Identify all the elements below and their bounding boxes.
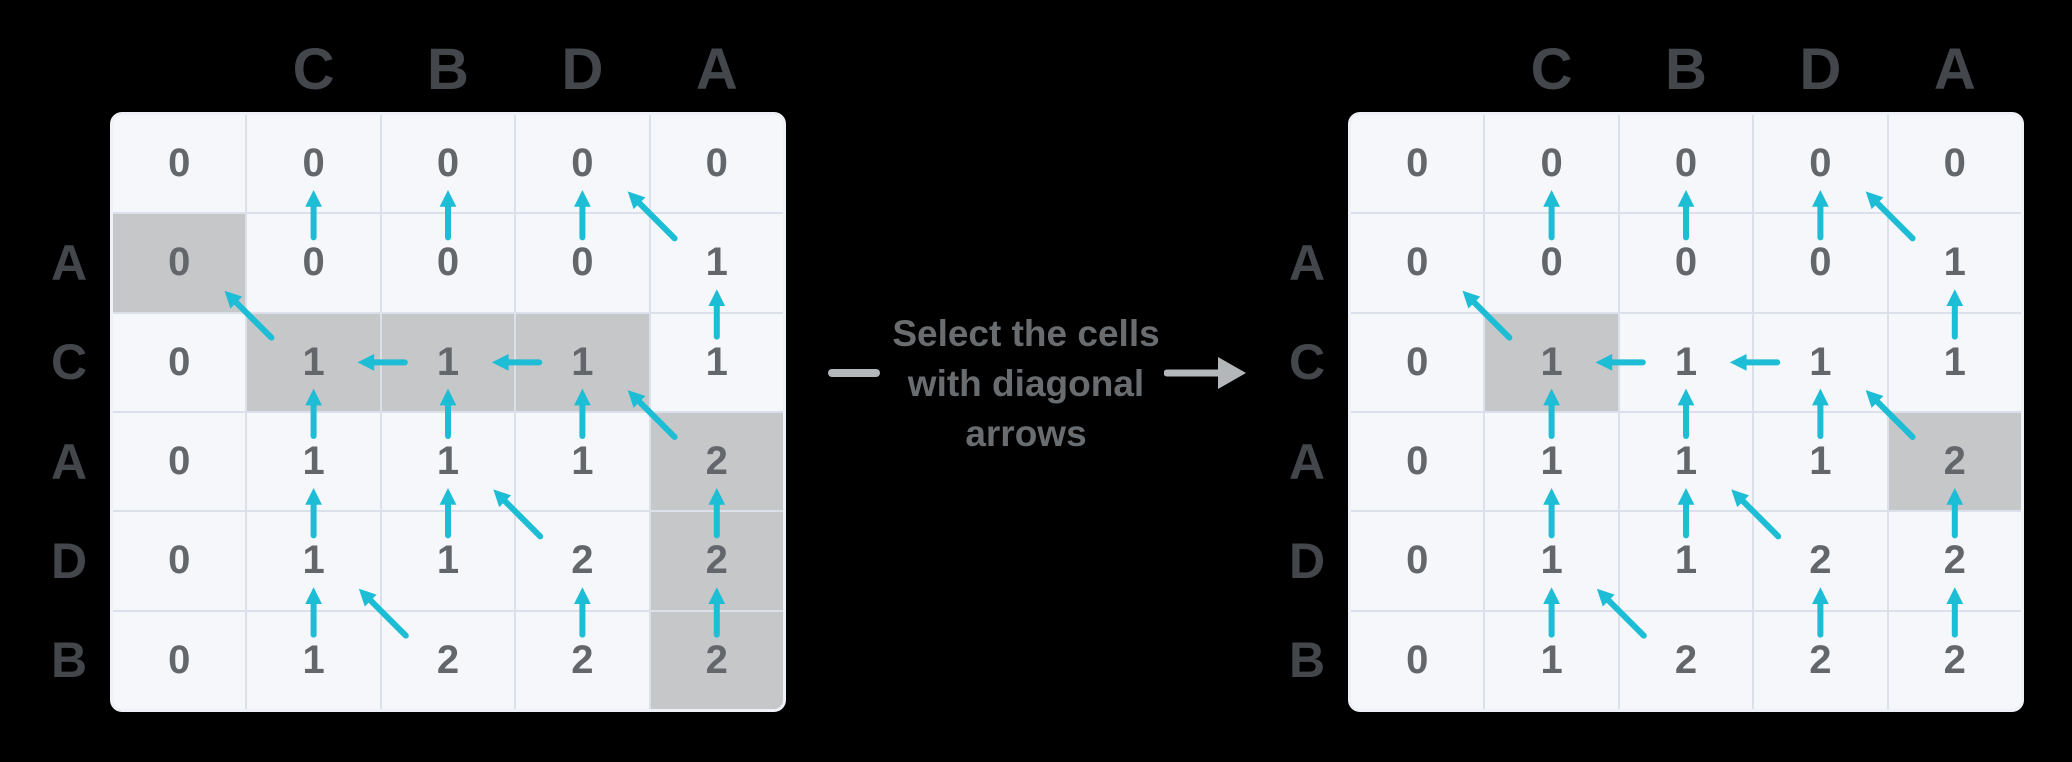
right-arrow-icon	[1164, 357, 1246, 389]
cell-r4-c4[interactable]: 2	[1888, 512, 2021, 610]
col-header-A: A	[1933, 37, 1976, 102]
row-header-C-r2: C	[50, 334, 88, 391]
instruction-text: Select the cells with diagonal arrows	[876, 309, 1176, 459]
cell-r1-c3[interactable]: 0	[1754, 214, 1887, 312]
row-header-B-r5: B	[50, 632, 88, 689]
cell-r0-c2[interactable]: 0	[381, 115, 515, 213]
cell-r2-c0[interactable]: 0	[113, 313, 246, 411]
cell-r2-c3[interactable]: 1	[516, 313, 649, 411]
col-header-A: A	[695, 37, 738, 102]
cell-r0-c0[interactable]: 0	[113, 115, 246, 213]
row-header-A-r1: A	[1288, 235, 1326, 291]
cell-r3-c4[interactable]: 2	[1888, 413, 2021, 511]
cell-r4-c1[interactable]: 1	[1485, 512, 1618, 610]
col-header-C: C	[1530, 37, 1573, 102]
cell-r3-c1[interactable]: 1	[247, 413, 380, 511]
cell-r2-c2[interactable]: 1	[381, 313, 515, 411]
col-header-C: C	[292, 37, 335, 102]
cell-r4-c3[interactable]: 2	[1754, 512, 1887, 610]
cell-r3-c2[interactable]: 1	[381, 413, 515, 511]
row-header-A-r1: A	[50, 235, 88, 291]
cell-r5-c3[interactable]: 2	[516, 611, 649, 709]
cell-r3-c2[interactable]: 1	[1619, 413, 1753, 511]
cell-r1-c4[interactable]: 1	[650, 214, 783, 312]
col-header-D: D	[1799, 37, 1842, 102]
cell-r0-c4[interactable]: 0	[650, 115, 783, 213]
cell-r1-c0[interactable]: 0	[113, 214, 246, 312]
cell-r0-c4[interactable]: 0	[1888, 115, 2021, 213]
cell-r5-c1[interactable]: 1	[1485, 611, 1618, 709]
cell-r2-c1[interactable]: 1	[1485, 313, 1618, 411]
instruction-line: arrows	[965, 413, 1087, 454]
cell-r0-c3[interactable]: 0	[1754, 115, 1887, 213]
cell-r4-c4[interactable]: 2	[650, 512, 783, 610]
row-header-A-r3: A	[1288, 433, 1326, 490]
cell-r3-c3[interactable]: 1	[1754, 413, 1887, 511]
row-header-B-r5: B	[1288, 632, 1326, 689]
cell-r5-c0[interactable]: 0	[113, 611, 246, 709]
cell-r5-c1[interactable]: 1	[247, 611, 380, 709]
instruction-line: with diagonal	[907, 363, 1145, 404]
row-header-C-r2: C	[1288, 334, 1326, 391]
cell-r3-c4[interactable]: 2	[650, 413, 783, 511]
cell-r3-c3[interactable]: 1	[516, 413, 649, 511]
cell-r0-c0[interactable]: 0	[1351, 115, 1484, 213]
row-header-A-r3: A	[50, 433, 88, 490]
cell-r2-c0[interactable]: 0	[1351, 313, 1484, 411]
col-header-D: D	[561, 37, 604, 102]
cell-r2-c4[interactable]: 1	[1888, 313, 2021, 411]
cell-r5-c0[interactable]: 0	[1351, 611, 1484, 709]
cell-r4-c2[interactable]: 1	[381, 512, 515, 610]
cell-r4-c2[interactable]: 1	[1619, 512, 1753, 610]
col-header-B: B	[1665, 37, 1707, 102]
col-header-B: B	[427, 37, 469, 102]
cell-r1-c2[interactable]: 0	[381, 214, 515, 312]
row-header-D-r4: D	[50, 533, 88, 589]
cell-r1-c3[interactable]: 0	[516, 214, 649, 312]
cell-r3-c0[interactable]: 0	[1351, 413, 1484, 511]
minus-dash-icon	[828, 369, 880, 377]
cell-r5-c4[interactable]: 2	[650, 611, 783, 709]
instruction-line: Select the cells	[892, 313, 1160, 354]
cell-r1-c2[interactable]: 0	[1619, 214, 1753, 312]
cell-r3-c1[interactable]: 1	[1485, 413, 1618, 511]
cell-r0-c1[interactable]: 0	[1485, 115, 1618, 213]
cell-r2-c1[interactable]: 1	[247, 313, 380, 411]
cell-r5-c2[interactable]: 2	[1619, 611, 1753, 709]
right-arrow-head	[1218, 357, 1246, 389]
cell-r4-c0[interactable]: 0	[1351, 512, 1484, 610]
cell-r2-c4[interactable]: 1	[650, 313, 783, 411]
cell-r1-c4[interactable]: 1	[1888, 214, 2021, 312]
cell-r1-c0[interactable]: 0	[1351, 214, 1484, 312]
cell-r3-c0[interactable]: 0	[113, 413, 246, 511]
cell-r0-c1[interactable]: 0	[247, 115, 380, 213]
row-header-D-r4: D	[1288, 533, 1326, 589]
cell-r4-c1[interactable]: 1	[247, 512, 380, 610]
cell-r0-c3[interactable]: 0	[516, 115, 649, 213]
cell-r5-c2[interactable]: 2	[381, 611, 515, 709]
cell-r2-c2[interactable]: 1	[1619, 313, 1753, 411]
cell-r4-c0[interactable]: 0	[113, 512, 246, 610]
cell-r0-c2[interactable]: 0	[1619, 115, 1753, 213]
cell-r5-c4[interactable]: 2	[1888, 611, 2021, 709]
cell-r2-c3[interactable]: 1	[1754, 313, 1887, 411]
cell-r1-c1[interactable]: 0	[247, 214, 380, 312]
cell-r5-c3[interactable]: 2	[1754, 611, 1887, 709]
cell-r1-c1[interactable]: 0	[1485, 214, 1618, 312]
cell-r4-c3[interactable]: 2	[516, 512, 649, 610]
